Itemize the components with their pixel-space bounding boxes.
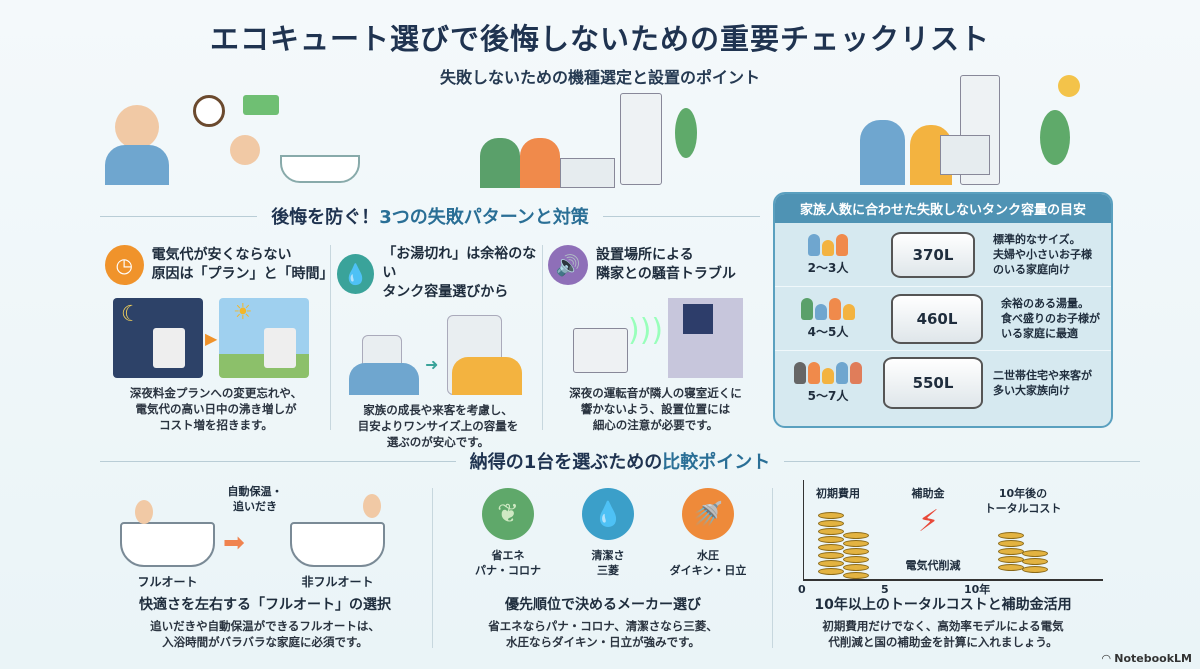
clock-icon: ◷ (105, 245, 144, 285)
fullauto-comparison: 自動保温・追いだき ➡ フルオート 非フルオート 快適さを左右する「フルオート」… (105, 480, 425, 660)
clock-icon (193, 95, 225, 127)
tank-row: 5〜7人 550L 二世帯住宅や来客が多い大家族向け (775, 351, 1111, 415)
hero-illustration-happy-family (830, 70, 1100, 185)
water-drop-icon: 💧 (337, 253, 375, 294)
arrow-icon: ➡ (223, 528, 245, 558)
bathtub-fullauto-icon (120, 522, 215, 567)
hero-illustration-worry (95, 95, 365, 185)
page-title: エコキュート選びで後悔しないための重要チェックリスト (209, 22, 990, 56)
tank-guide-title: 家族人数に合わせた失敗しないタンク容量の目安 (775, 194, 1111, 223)
axis-tick: 0 (798, 583, 806, 596)
maker-title: 優先順位で決めるメーカー選び (505, 597, 701, 613)
maker-energy-saving: ❦省エネパナ・コロナ (468, 488, 548, 578)
axis-tick: 10年 (964, 583, 991, 596)
comparison-heading: 納得の1台を選ぶための比較ポイント (100, 448, 1140, 474)
maker-cleanliness: 💧清潔さ三菱 (568, 488, 648, 578)
divider (432, 488, 433, 648)
non-fullauto-label: 非フルオート (301, 575, 374, 589)
hero-illustration-family (470, 88, 710, 188)
fullauto-label: フルオート (137, 575, 198, 589)
leaf-icon: ❦ (482, 488, 534, 540)
failure-card-hot-water: 💧 「お湯切れ」は余裕のないタンク容量選びから ➜ 家族の成長や来客を考慮し、目… (337, 245, 539, 450)
notebooklm-brand: ◠ NotebookLM (1101, 652, 1192, 665)
shower-icon: 🚿 (682, 488, 734, 540)
tank-capacity-guide: 家族人数に合わせた失敗しないタンク容量の目安 2〜3人 370L 標準的なサイズ… (773, 192, 1113, 428)
speaker-icon: 🔊 (548, 245, 588, 285)
night-scene-image: ☾ (113, 298, 203, 378)
noise-illustration: ))) (548, 298, 763, 378)
failures-heading: 後悔を防ぐ！3つの失敗パターンと対策 (100, 203, 760, 229)
total-cost-title: 10年以上のトータルコストと補助金活用 (814, 597, 1072, 613)
notebooklm-logo-icon: ◠ (1101, 652, 1115, 665)
tank-row: 2〜3人 370L 標準的なサイズ。夫婦や小さいお子様のいる家庭向け (775, 223, 1111, 287)
maker-water-pressure: 🚿水圧ダイキン・日立 (668, 488, 748, 578)
total-cost-coins (998, 532, 1024, 571)
divider (330, 245, 331, 430)
divider (772, 488, 773, 648)
failure-card-electricity: ◷ 電気代が安くならない原因は「プラン」と「時間」 ☾ ▶ ☀ 深夜料金プランへ… (105, 245, 334, 433)
failure-card-noise: 🔊 設置場所による隣家との騒音トラブル ))) 深夜の運転音が隣人の寝室近くに響… (548, 245, 763, 433)
lightning-icon: ⚡ (918, 504, 940, 539)
subsidy-label: 補助金 (911, 487, 945, 500)
water-hand-icon: 💧 (582, 488, 634, 540)
initial-cost-label: 初期費用 (816, 487, 860, 500)
bathtub-non-fullauto-icon (290, 522, 385, 567)
fullauto-title: 快適さを左右する「フルオート」の選択 (139, 597, 391, 613)
day-scene-image: ☀ (219, 298, 309, 378)
tank-row: 4〜5人 460L 余裕のある湯量。食べ盛りのお子様がいる家庭に最適 (775, 287, 1111, 351)
divider (542, 245, 543, 430)
page-subtitle: 失敗しないための機種選定と設置のポイント (439, 68, 760, 87)
total-cost-label: 10年後のトータルコスト (984, 487, 1062, 515)
initial-cost-coins (818, 512, 844, 575)
tank-family-illustration: ➜ (337, 315, 539, 395)
tank-550: 550L (883, 357, 983, 409)
tank-460: 460L (891, 293, 983, 344)
total-cost-comparison: 初期費用 補助金 ⚡ 電気代削減 10年後のトータルコスト 0 5 10年 10… (778, 480, 1138, 660)
maker-comparison: ❦省エネパナ・コロナ 💧清潔さ三菱 🚿水圧ダイキン・日立 優先順位で決めるメーカ… (438, 480, 768, 660)
electricity-saving-label: 電気代削減 (905, 559, 961, 572)
axis-tick: 5 (881, 583, 889, 596)
tank-370: 370L (891, 231, 975, 278)
